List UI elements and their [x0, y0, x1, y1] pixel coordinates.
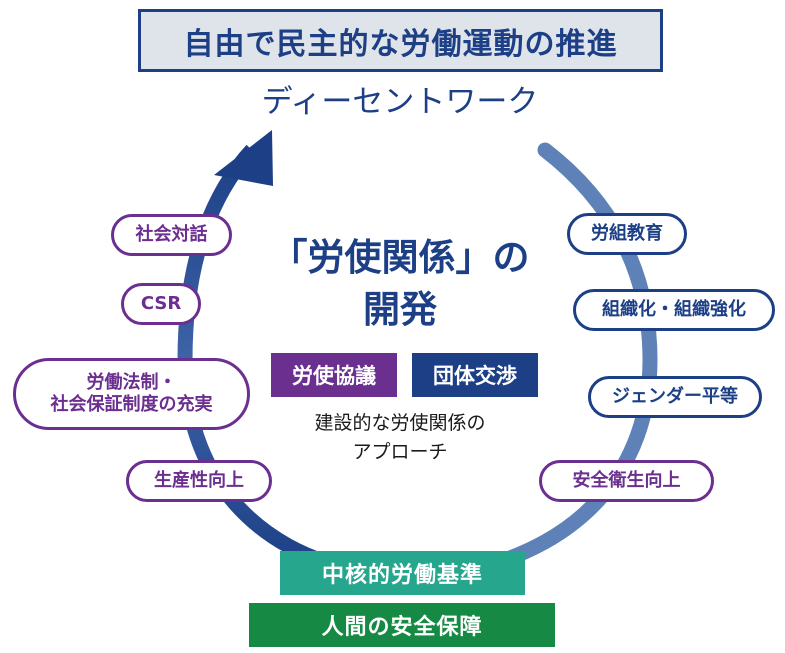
band-core-labor-standards: 中核的労働基準: [280, 551, 525, 595]
pill-gender-equality: ジェンダー平等: [588, 376, 762, 418]
band-human-security: 人間の安全保障: [249, 603, 555, 647]
pill-csr: CSR: [121, 283, 201, 325]
pill-safety-health: 安全衛生向上: [539, 460, 714, 502]
page-title: 自由で民主的な労働運動の推進: [138, 9, 663, 72]
center-title-line1: 「労使関係」の: [270, 236, 530, 279]
tag-collective-bargaining: 団体交渉: [412, 353, 538, 397]
pill-organizing: 組織化・組織強化: [573, 289, 775, 331]
center-note-line1: 建設的な労使関係の: [314, 412, 486, 434]
curved-arrow-icon: [214, 130, 273, 186]
center-title-line2: 開発: [363, 288, 437, 331]
pill-labor-law: 労働法制・ 社会保証制度の充実: [13, 358, 250, 430]
center-title: 「労使関係」の 開発: [240, 232, 560, 336]
pill-productivity: 生産性向上: [126, 460, 272, 502]
pill-labor-law-line1: 労働法制・: [86, 372, 177, 393]
tag-labor-consultation: 労使協議: [271, 353, 397, 397]
pill-union-education: 労組教育: [567, 213, 687, 255]
decent-work-heading: ディーセントワーク: [261, 84, 539, 120]
center-note: 建設的な労使関係の アプローチ: [270, 409, 530, 467]
center-note-line2: アプローチ: [352, 441, 448, 463]
pill-labor-law-line2: 社会保証制度の充実: [50, 394, 213, 415]
pill-social-dialogue: 社会対話: [111, 214, 232, 256]
right-arc: [462, 142, 658, 578]
